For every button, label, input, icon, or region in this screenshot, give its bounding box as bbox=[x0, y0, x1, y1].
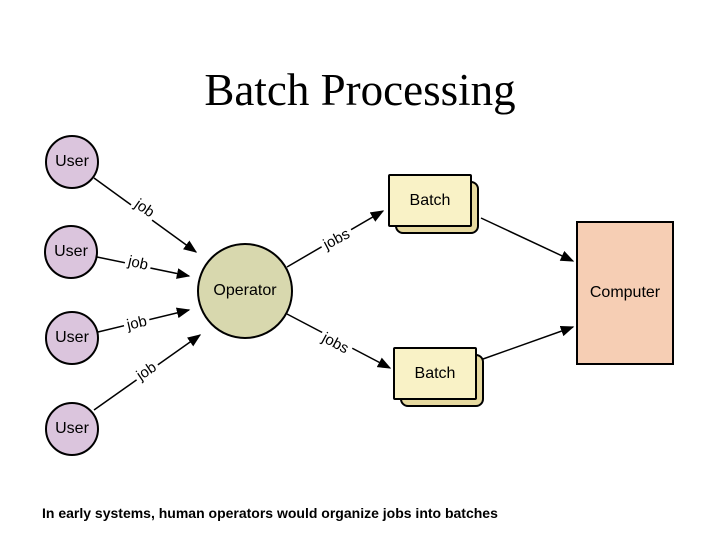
batch-node-1[interactable]: Batch bbox=[388, 174, 479, 234]
batch-node-label: Batch bbox=[409, 191, 451, 209]
batch-card-face: Batch bbox=[388, 174, 472, 227]
computer-node-label: Computer bbox=[589, 284, 661, 301]
user-node-1[interactable]: User bbox=[45, 135, 99, 189]
slide-caption: In early systems, human operators would … bbox=[42, 505, 498, 521]
user-node-4[interactable]: User bbox=[45, 402, 99, 456]
user-node-label: User bbox=[55, 329, 89, 346]
batch-card-face: Batch bbox=[393, 347, 477, 400]
user-node-label: User bbox=[54, 243, 88, 260]
operator-node-label: Operator bbox=[213, 282, 277, 299]
user-node-3[interactable]: User bbox=[45, 311, 99, 365]
batch-node-label: Batch bbox=[414, 364, 456, 382]
operator-node[interactable]: Operator bbox=[197, 243, 293, 339]
computer-node[interactable]: Computer bbox=[576, 221, 674, 365]
user-node-label: User bbox=[55, 420, 89, 437]
batch-node-2[interactable]: Batch bbox=[393, 347, 484, 407]
edge-line-batch1-computer bbox=[480, 217, 575, 262]
user-node-2[interactable]: User bbox=[44, 225, 98, 279]
page-title: Batch Processing bbox=[204, 65, 516, 115]
edge-line-batch2-computer bbox=[482, 325, 575, 360]
user-node-label: User bbox=[55, 153, 89, 170]
